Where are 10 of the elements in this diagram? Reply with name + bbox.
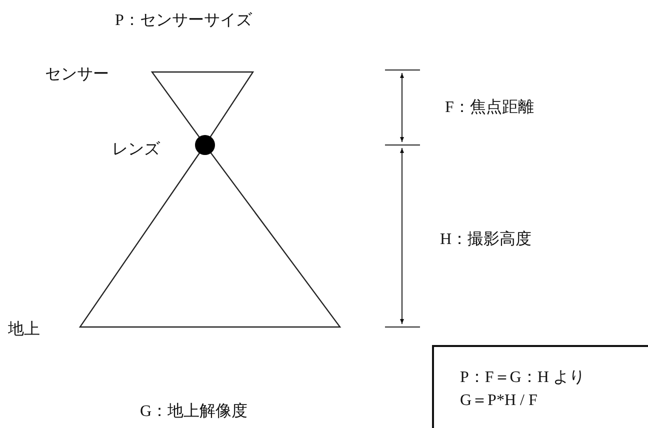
label: P：センサーサイズ bbox=[115, 11, 252, 31]
formula-text: G＝P*H / F bbox=[460, 391, 538, 411]
label: F：焦点距離 bbox=[445, 98, 534, 118]
label: センサー bbox=[45, 65, 109, 85]
label: レンズ bbox=[112, 140, 160, 160]
label: G：地上解像度 bbox=[140, 402, 248, 422]
formula-box bbox=[432, 345, 648, 428]
label: H：撮影高度 bbox=[440, 230, 532, 250]
formula-text: P：F＝G：H より bbox=[460, 368, 585, 388]
label: 地上 bbox=[8, 320, 40, 340]
